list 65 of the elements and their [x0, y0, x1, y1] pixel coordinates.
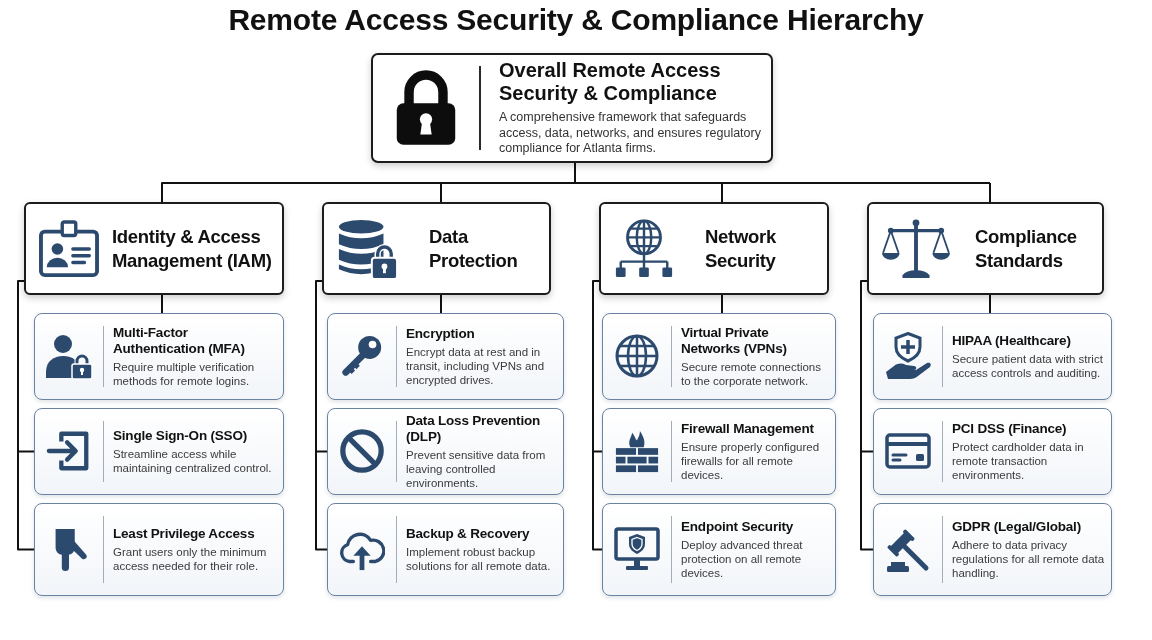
topic-card: [873, 408, 1112, 495]
connector-line: [860, 450, 874, 453]
connector-line: [161, 294, 163, 314]
card-title: Encryption: [406, 326, 475, 342]
connector-line: [721, 182, 723, 203]
card-description: Protect cardholder data in remote transaction environments.: [952, 440, 1085, 482]
card-description: Streamline access while maintaining centralized control.: [113, 447, 273, 475]
connector-line: [315, 450, 328, 453]
connector-line: [721, 294, 723, 314]
card-description: Grant users only the minimum access needed for their role.: [113, 545, 268, 573]
category-title: Data Protection: [429, 224, 519, 273]
topic-card: [873, 313, 1112, 400]
topic-card: [602, 503, 836, 596]
topic-card: [34, 313, 284, 400]
overview-box: [371, 53, 773, 163]
diagram-title: Remote Access Security & Compliance Hierarchy: [228, 2, 924, 38]
connector-line: [592, 450, 603, 453]
card-description: Prevent sensitive data from leaving controlled environments.: [406, 448, 547, 490]
category-title: Network Security: [705, 224, 777, 273]
connector-line: [17, 450, 35, 453]
topic-card: [34, 408, 284, 495]
category-box: [322, 202, 551, 295]
connector-line: [989, 294, 991, 314]
connector-line: [592, 280, 603, 551]
connector-line: [161, 162, 991, 184]
card-title: Data Loss Prevention (DLP): [406, 413, 542, 445]
card-description: Require multiple verification methods for remote logins.: [113, 360, 256, 388]
topic-card: [602, 313, 836, 400]
card-description: Secure patient data with strict access controls and auditing.: [952, 352, 1104, 380]
card-description: Ensure properly configured firewalls for all remote devices.: [681, 440, 821, 482]
connector-line: [440, 182, 442, 203]
card-title: Endpoint Security: [681, 519, 794, 535]
category-title: Identity & Access Management (IAM): [112, 224, 273, 273]
topic-card: [602, 408, 836, 495]
connector-line: [989, 182, 991, 203]
connector-line: [161, 182, 163, 203]
category-title: Compliance Standards: [975, 224, 1078, 273]
card-title: Multi-Factor Authentication (MFA): [113, 325, 246, 357]
connector-line: [860, 280, 874, 551]
card-title: HIPAA (Healthcare): [952, 333, 1071, 349]
connector-line: [440, 294, 442, 314]
card-title: Virtual Private Networks (VPNs): [681, 325, 788, 357]
card-title: Firewall Management: [681, 421, 814, 437]
card-description: Implement robust backup solutions for all remote data.: [406, 545, 552, 573]
card-description: Adhere to data privacy regulations for all remote data handling.: [952, 538, 1106, 580]
category-box: [24, 202, 284, 295]
card-description: Encrypt data at rest and in transit, including VPNs and encrypted drives.: [406, 345, 546, 387]
overview-description: A comprehensive framework that safeguards access, data, networks, and ensures regulatory compliance for Atlanta firms.: [499, 110, 762, 157]
card-description: Secure remote connections to the corporate network.: [681, 360, 822, 388]
connector-line: [17, 280, 35, 551]
topic-card: [34, 503, 284, 596]
category-box: [867, 202, 1104, 295]
topic-card: [327, 503, 564, 596]
topic-card: [327, 313, 564, 400]
overview-title: Overall Remote Access Security & Compliance: [499, 59, 722, 106]
card-title: Single Sign-On (SSO): [113, 428, 247, 444]
topic-card: [327, 408, 564, 495]
connector-line: [315, 280, 328, 551]
card-title: GDPR (Legal/Global): [952, 519, 1081, 535]
category-box: [599, 202, 829, 295]
topic-card: [873, 503, 1112, 596]
card-title: PCI DSS (Finance): [952, 421, 1067, 437]
card-title: Backup & Recovery: [406, 526, 530, 542]
card-description: Deploy advanced threat protection on all remote devices.: [681, 538, 804, 580]
card-title: Least Privilege Access: [113, 526, 255, 542]
